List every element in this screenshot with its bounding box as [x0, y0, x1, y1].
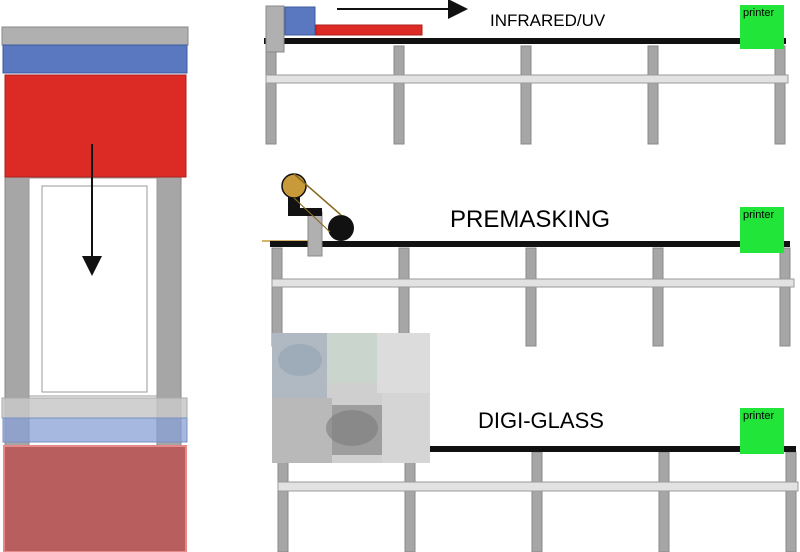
film-roll: [281, 173, 307, 199]
vertical-assembly: [1, 26, 189, 552]
rail-post: [652, 247, 664, 347]
top-gray-bar: [1, 26, 189, 46]
blurred-photo-thumbnail: [272, 333, 430, 463]
printer-label: printer: [743, 7, 775, 19]
ghost-gray-bar: [1, 397, 188, 419]
rail-post: [398, 247, 410, 347]
station-premasking: [262, 173, 795, 347]
rail-post: [647, 45, 659, 145]
conveyor-beam: [264, 38, 786, 44]
film-belt-lower: [293, 197, 331, 233]
lower-rail: [271, 278, 795, 288]
label-premasking: PREMASKING: [450, 206, 611, 233]
label-digi-glass: DIGI-GLASS: [478, 408, 604, 433]
rail-post: [404, 451, 416, 552]
red-lamp-bar: [315, 24, 423, 36]
rail-post: [779, 247, 791, 347]
film-belt-upper: [293, 173, 342, 216]
station-infrared-uv: [264, 0, 789, 145]
rail-post: [393, 45, 405, 145]
conveyor-beam: [276, 446, 796, 452]
rail-post: [520, 45, 532, 145]
printer-label: printer: [743, 209, 775, 221]
rail-post: [658, 451, 670, 552]
printer-box-infrared: printer: [740, 5, 784, 49]
rail-post: [785, 451, 797, 552]
rail-post: [277, 451, 289, 552]
gray-lamp-post: [265, 5, 285, 53]
rail-support-posts: [265, 45, 277, 145]
rail-post: [531, 451, 543, 552]
printer-box-premasking: printer: [740, 207, 784, 253]
ghost-red-heater: [3, 445, 187, 552]
pressure-roller: [328, 215, 354, 241]
rail-post: [774, 45, 786, 145]
printer-label: printer: [743, 410, 775, 422]
label-infrared-uv: INFRARED/UV: [490, 11, 606, 30]
rail-post: [271, 247, 283, 347]
lower-rail: [277, 481, 799, 492]
red-heater-block: [4, 74, 187, 178]
lower-rail: [265, 74, 789, 84]
glass-pane-inner: [41, 185, 148, 393]
rail-post: [525, 247, 537, 347]
station-digi-glass: [276, 446, 799, 552]
top-blue-lamp: [2, 44, 188, 74]
ghost-blue-lamp: [2, 417, 188, 443]
printer-box-digi-glass: printer: [740, 408, 784, 454]
blue-lamp-head: [284, 6, 316, 36]
conveyor-beam: [270, 241, 790, 247]
